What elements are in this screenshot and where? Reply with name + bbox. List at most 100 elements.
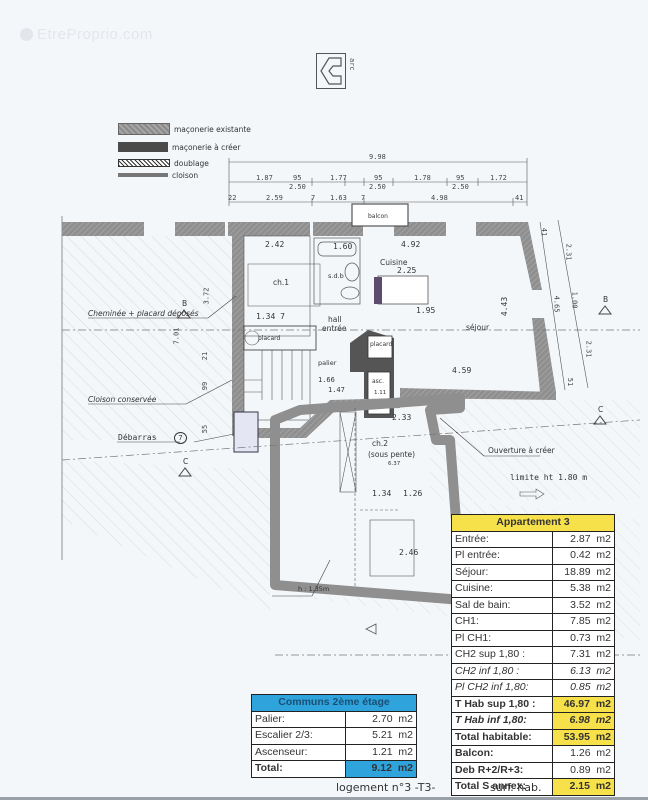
appartement-surface-table: Appartement 3 Entrée:2.87 m2 Pl entrée:0… (451, 514, 616, 796)
ceiling-height-label: h : 1.35m (298, 585, 330, 593)
section-marker-c-right: C (598, 405, 604, 414)
dim-label: 21 (201, 351, 210, 361)
table-row: Balcon:1.26 m2 (451, 745, 616, 763)
logo-text: arc (348, 58, 356, 71)
room-cuisine: Cuisine (380, 258, 408, 267)
value-number: 3.52 (570, 598, 591, 611)
annotation-cloison: Cloison conservée (88, 395, 157, 404)
table-row: CH2 inf 1,80 :6.13 m2 (451, 662, 616, 680)
room-balcon: balcon (368, 213, 388, 220)
row-label: CH1: (451, 613, 553, 631)
value-number: 0.73 (570, 631, 591, 644)
value-unit: m2 (595, 697, 611, 710)
dim-label: 2.33 (392, 413, 412, 422)
table-row: Pl CH2 inf 1,80:0.85 m2 (451, 679, 616, 697)
legend-label: maçonerie existante (174, 124, 251, 134)
dim-label: 1.87 (256, 174, 273, 182)
row-value: 0.73 m2 (551, 629, 616, 647)
row-value: 5.21 m2 (345, 727, 417, 745)
table-row: Cuisine:5.38 m2 (451, 580, 616, 598)
row-label: T Hab sup 1,80 : (451, 695, 553, 713)
row-label: Total S annex: (451, 778, 553, 796)
dim-label: 55 (201, 424, 210, 434)
value-unit: m2 (596, 631, 611, 644)
table-row: Total:9.12 m2 (250, 760, 417, 778)
row-label: Pl CH1: (451, 629, 553, 647)
value-number: 5.21 (372, 729, 393, 741)
value-number: 2.87 (570, 532, 591, 545)
dim-label: 95 (293, 174, 302, 182)
dim-label: 1.11 (374, 390, 387, 396)
dim-label: 4.43 (500, 296, 510, 317)
dim-label: 6.37 (388, 461, 401, 467)
legend-item-doublage: doublage (118, 157, 209, 169)
value-number: 6.98 (569, 714, 590, 726)
value-number: 0.89 (570, 763, 591, 776)
row-label: Cuisine: (451, 580, 553, 598)
value-unit: m2 (595, 730, 611, 743)
value-number: 18.89 (564, 565, 591, 578)
dim-label: 7.01 (172, 327, 181, 345)
value-number: 7.31 (570, 648, 591, 660)
value-unit: m2 (596, 565, 611, 578)
value-number: 1.21 (372, 745, 393, 758)
dim-label: 2.31 (564, 243, 573, 261)
dim-label: 1.47 (328, 386, 345, 394)
table-row: Séjour:18.89 m2 (451, 563, 616, 581)
dim-total-width: 9.98 (369, 153, 386, 161)
row-label: Escalier 2/3: (250, 727, 347, 745)
legend-label: cloison (172, 170, 199, 180)
room-ch1: ch.1 (273, 278, 290, 287)
table-row: Sal de bain:3.52 m2 (451, 596, 616, 614)
legend-item-maconnerie-a-creer: maçonerie à créer (118, 141, 240, 153)
legend-item-maconnerie-existante: maçonerie existante (118, 123, 251, 135)
value-unit: m2 (595, 714, 611, 726)
table-row: T Hab inf 1,80:6.98 m2 (451, 712, 616, 730)
swatch-maconnerie-existante (118, 123, 170, 135)
bottom-border (0, 797, 648, 800)
value-number: 1.26 (570, 747, 591, 759)
room-ascenseur: asc. (372, 378, 385, 385)
table-row: CH1:7.85 m2 (451, 613, 616, 631)
dim-label: 1.26 (403, 489, 423, 498)
dim-label: 1.00 (570, 291, 579, 309)
row-value: 46.97 m2 (551, 695, 616, 713)
room-sdb: s.d.b (328, 272, 344, 280)
dim-label: 2.42 (265, 240, 285, 249)
row-label: Palier: (250, 710, 347, 728)
communs-title: Communs 2ème étage (251, 694, 417, 712)
row-label: Séjour: (451, 563, 553, 581)
value-number: 0.85 (570, 681, 591, 693)
value-unit: m2 (595, 780, 611, 792)
row-value: 18.89 m2 (551, 563, 616, 581)
value-unit: m2 (596, 582, 611, 594)
dim-label: 2.46 (399, 548, 419, 557)
table-row: Total habitable:53.95 m2 (451, 728, 616, 746)
value-unit: m2 (397, 762, 413, 774)
dim-label: 51 (566, 377, 575, 387)
row-label: Balcon: (451, 745, 553, 763)
room-ch2: ch.2 (372, 439, 389, 448)
dim-label: 1.78 (414, 174, 431, 182)
value-number: 53.95 (563, 730, 590, 743)
row-value: 2.87 m2 (551, 530, 616, 548)
value-number: 7.85 (570, 615, 591, 627)
row-label: CH2 sup 1,80 : (451, 646, 553, 664)
table-row: Deb R+2/R+3:0.89 m2 (451, 761, 616, 779)
watermark: EtreProprio.com (20, 26, 153, 43)
dim-label: 3.72 (202, 287, 211, 305)
swatch-doublage (118, 159, 170, 167)
dim-label: 2.31 (584, 340, 593, 358)
dim-label: 2.25 (397, 266, 417, 275)
row-value: 9.12 m2 (345, 760, 417, 778)
row-value: 0.89 m2 (551, 761, 616, 779)
legend-label: maçonerie à créer (172, 142, 241, 152)
row-value: 0.85 m2 (551, 679, 616, 697)
value-unit: m2 (596, 532, 611, 545)
room-placard-hall: placard (370, 341, 393, 348)
dim-label: 1.34 (372, 489, 392, 498)
row-label: Pl CH2 inf 1,80: (451, 679, 553, 697)
table-row: Entrée:2.87 m2 (451, 530, 616, 548)
annotation-cheminee: Cheminée + placard déposés (88, 309, 199, 318)
value-number: 46.97 (563, 697, 590, 710)
